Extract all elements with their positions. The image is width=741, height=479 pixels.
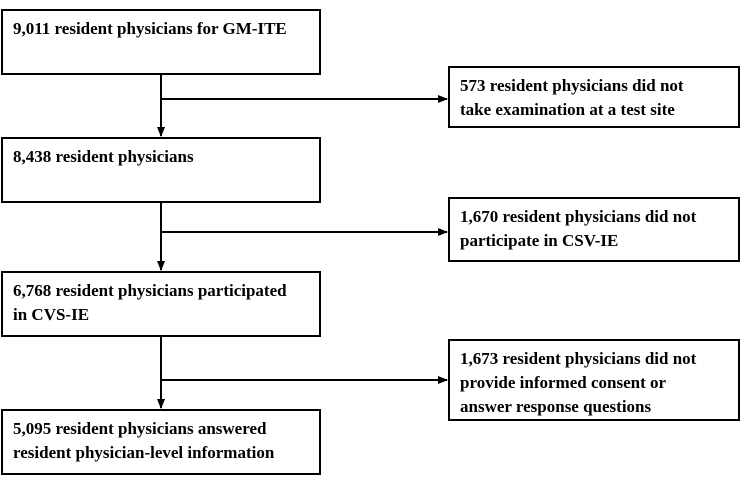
exclusion-1-text-line-1: 573 resident physicians did not bbox=[460, 76, 684, 95]
exclusion-3-text-line-2: provide informed consent or bbox=[460, 373, 667, 392]
main-step-4-box: 5,095 resident physicians answered resid… bbox=[1, 409, 321, 475]
main-step-2-box: 8,438 resident physicians bbox=[1, 137, 321, 203]
exclusion-1-box: 573 resident physicians did not take exa… bbox=[448, 66, 740, 128]
exclusion-2-text-line-2: participate in CSV-IE bbox=[460, 231, 619, 250]
main-step-3-text-line-2: in CVS-IE bbox=[13, 305, 90, 324]
exclusion-3-text-line-1: 1,673 resident physicians did not bbox=[460, 349, 697, 368]
main-step-4-text-line-1: 5,095 resident physicians answered bbox=[13, 419, 267, 438]
main-step-3-text-line-1: 6,768 resident physicians participated bbox=[13, 281, 287, 300]
main-step-1-text: 9,011 resident physicians for GM-ITE bbox=[13, 19, 287, 38]
exclusion-3-text-line-3: answer response questions bbox=[460, 397, 652, 416]
exclusion-2-box: 1,670 resident physicians did not partic… bbox=[448, 197, 740, 262]
exclusion-1-text-line-2: take examination at a test site bbox=[460, 100, 675, 119]
main-step-1-box: 9,011 resident physicians for GM-ITE bbox=[1, 9, 321, 75]
main-step-4-text-line-2: resident physician-level information bbox=[13, 443, 275, 462]
exclusion-3-box: 1,673 resident physicians did not provid… bbox=[448, 339, 740, 421]
main-step-3-box: 6,768 resident physicians participated i… bbox=[1, 271, 321, 337]
main-step-2-text: 8,438 resident physicians bbox=[13, 147, 194, 166]
exclusion-2-text-line-1: 1,670 resident physicians did not bbox=[460, 207, 697, 226]
